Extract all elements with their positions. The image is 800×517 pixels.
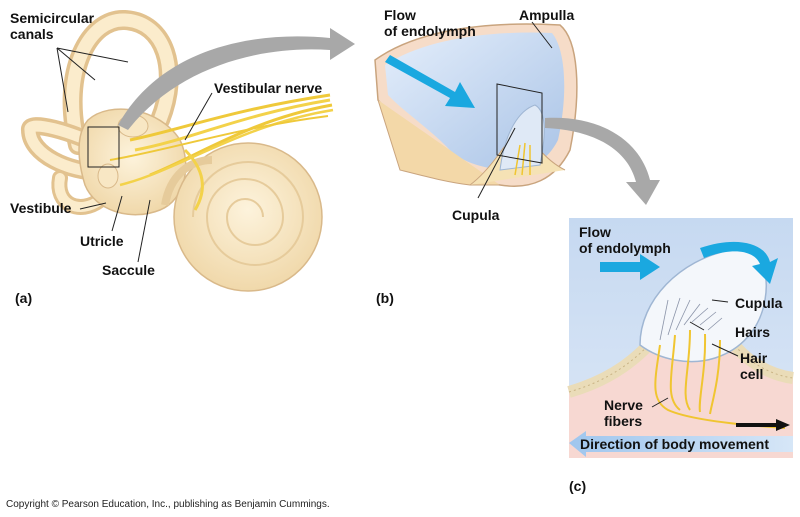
- leader-lines-b: [477, 21, 553, 199]
- cochlea: [161, 142, 323, 292]
- nerve-impulse-arrow: [736, 419, 790, 431]
- label-hairs: Hairs: [735, 324, 771, 340]
- label-nerve-fibers: Nerve fibers: [604, 397, 643, 429]
- label-cupula-c: Cupula: [735, 295, 783, 311]
- label-utricle: Utricle: [80, 233, 124, 249]
- hair-cell-detail: [567, 218, 794, 458]
- labyrinth-illustration: [21, 10, 334, 292]
- body-movement-arrow: [569, 431, 793, 457]
- endolymph-arrow-b: [385, 55, 475, 108]
- gray-arrow-ab: [118, 28, 355, 130]
- leader-lines-a: [56, 47, 213, 263]
- label-saccule: Saccule: [102, 262, 155, 278]
- copyright-notice: Copyright © Pearson Education, Inc., pub…: [6, 499, 330, 510]
- label-ampulla: Ampulla: [519, 7, 575, 23]
- gray-arrow-bc: [545, 117, 660, 205]
- panel-label-a: (a): [15, 290, 33, 306]
- label-cupula-b: Cupula: [452, 207, 500, 223]
- cupula-b: [499, 104, 545, 171]
- ampulla-illustration: [374, 23, 578, 187]
- leader-lines-c: [651, 299, 739, 408]
- panel-label-c: (c): [569, 478, 587, 494]
- label-flow-of-endolymph-b: Flow of endolymph: [384, 7, 476, 39]
- label-semicircular-canals: Semicircular canals: [10, 10, 95, 42]
- inset-box-a: [87, 126, 120, 168]
- vestibule-body: [78, 108, 187, 216]
- cupula-c: [639, 248, 767, 363]
- vestibular-nerve-fibers: [109, 93, 334, 211]
- label-direction-of-body-movement: Direction of body movement: [580, 436, 770, 452]
- label-vestibule: Vestibule: [10, 200, 72, 216]
- label-flow-of-endolymph-c: Flow of endolymph: [579, 224, 671, 256]
- inset-box-b: [496, 83, 543, 164]
- endolymph-arrow-c-right: [700, 241, 778, 284]
- label-vestibular-nerve: Vestibular nerve: [214, 80, 323, 96]
- label-hair-cell: Hair cell: [740, 350, 768, 382]
- endolymph-arrow-c-left: [600, 254, 660, 280]
- panel-label-b: (b): [376, 290, 394, 306]
